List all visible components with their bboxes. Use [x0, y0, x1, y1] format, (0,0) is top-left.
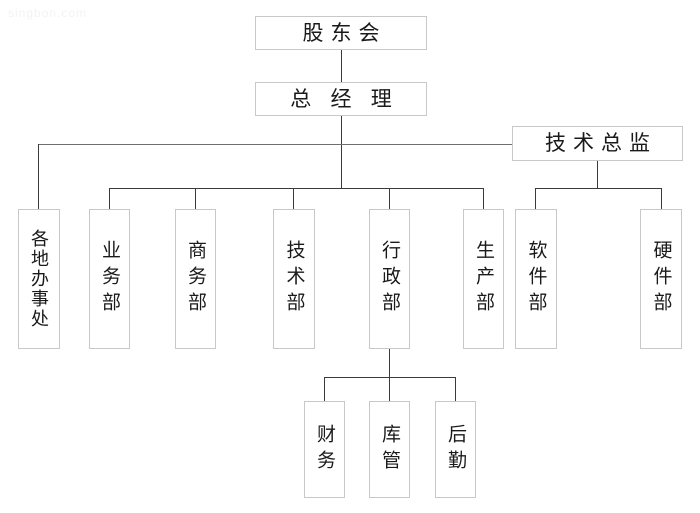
connector-tech-director-bus: [535, 188, 662, 189]
connector-shareholders-to-gm: [341, 50, 342, 82]
connector-to-technology-dept: [293, 188, 294, 209]
node-hardware-dept-label: 硬件部: [650, 240, 672, 318]
node-tech-director[interactable]: 技术总监: [512, 126, 683, 161]
node-technology-dept[interactable]: 技术部: [273, 209, 315, 349]
node-software-dept[interactable]: 软件部: [515, 209, 557, 349]
connector-tech-director-stem: [597, 161, 598, 188]
node-software-dept-label: 软件部: [525, 240, 547, 318]
node-admin-dept-label: 行政部: [379, 240, 400, 318]
connector-admin-dept-stem: [389, 349, 390, 401]
node-tech-director-label: 技术总监: [545, 131, 657, 156]
node-general-manager[interactable]: 总 经 理: [255, 82, 427, 116]
connector-to-hardware-dept: [661, 188, 662, 209]
node-business-dept[interactable]: 业务部: [89, 209, 130, 349]
node-warehouse[interactable]: 库管: [369, 401, 410, 498]
node-technology-dept-label: 技术部: [283, 240, 305, 318]
node-commerce-dept-label: 商务部: [185, 240, 206, 318]
node-local-offices-label: 各地办事处: [29, 229, 49, 329]
connector-gm-stem: [341, 116, 342, 188]
connector-top-bus: [38, 144, 513, 145]
connector-to-business-dept: [109, 188, 110, 209]
node-logistics[interactable]: 后勤: [435, 401, 476, 498]
node-admin-dept[interactable]: 行政部: [369, 209, 410, 349]
node-general-manager-label: 总 经 理: [290, 86, 399, 111]
node-local-offices[interactable]: 各地办事处: [18, 209, 60, 349]
node-commerce-dept[interactable]: 商务部: [175, 209, 216, 349]
node-shareholders-label: 股东会: [302, 20, 387, 45]
node-business-dept-label: 业务部: [99, 240, 120, 318]
node-production-dept-label: 生产部: [473, 240, 494, 318]
connector-to-local-offices: [38, 144, 39, 209]
node-finance-label: 财务: [314, 423, 335, 476]
connector-to-commerce-dept: [195, 188, 196, 209]
node-production-dept[interactable]: 生产部: [463, 209, 504, 349]
connector-to-admin-dept: [389, 188, 390, 209]
connector-to-finance: [324, 377, 325, 401]
connector-to-production-dept: [483, 188, 484, 209]
connector-to-warehouse: [389, 377, 390, 401]
connector-to-software-dept: [535, 188, 536, 209]
connector-departments-bus: [109, 188, 484, 189]
node-hardware-dept[interactable]: 硬件部: [640, 209, 682, 349]
watermark-text: singbon.com: [8, 6, 88, 20]
connector-to-logistics: [455, 377, 456, 401]
node-warehouse-label: 库管: [379, 423, 400, 476]
node-finance[interactable]: 财务: [304, 401, 345, 498]
node-shareholders[interactable]: 股东会: [255, 16, 427, 50]
node-logistics-label: 后勤: [445, 423, 466, 476]
